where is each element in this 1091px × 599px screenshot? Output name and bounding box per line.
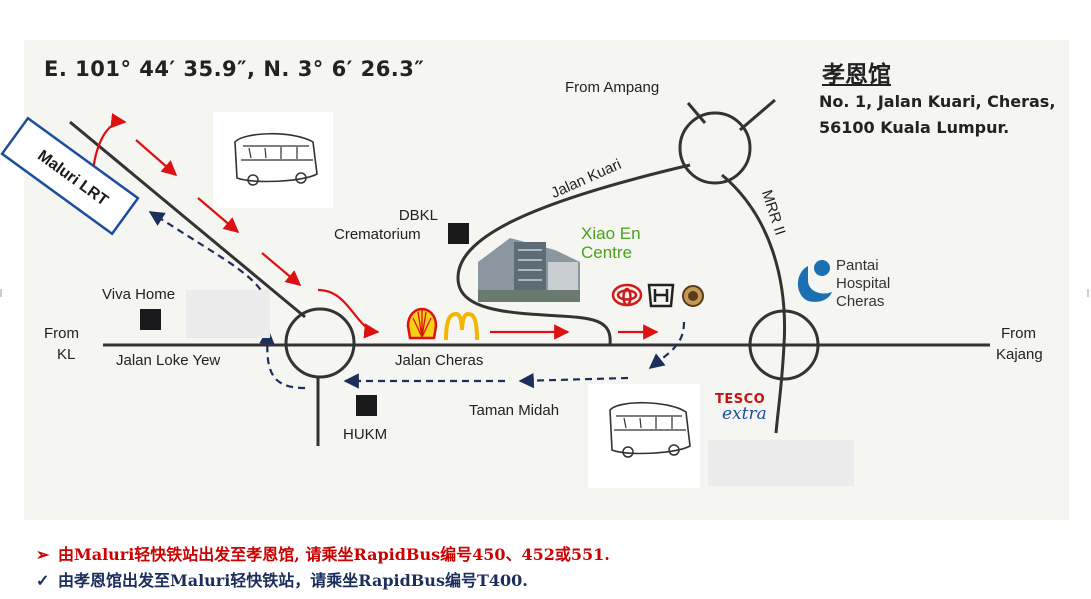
from-kl-label-1: From — [44, 325, 79, 342]
jalan-loke-yew-label: Jalan Loke Yew — [116, 352, 221, 369]
from-kajang-label-2: Kajang — [996, 346, 1043, 363]
pantai-label-1: Pantai — [836, 257, 879, 274]
legend-item-bus-to-centre: ➢ 由Maluri轻快铁站出发至孝恩馆, 请乘坐RapidBus编号450、452… — [36, 541, 610, 565]
xiao-en-label-1: Xiao En — [581, 224, 641, 243]
viva-home-label: Viva Home — [102, 286, 176, 303]
pantai-label-2: Hospital — [836, 275, 891, 292]
hukm-marker — [356, 395, 377, 416]
maluri-road — [69, 120, 306, 319]
dbkl-crematorium-marker — [448, 223, 469, 244]
bus-icon — [588, 384, 700, 488]
dbkl-label: DBKL — [398, 207, 438, 224]
bus-icon — [213, 112, 333, 208]
gps-coordinates: E. 101° 44′ 35.9″, N. 3° 6′ 26.3″ — [44, 57, 425, 81]
ampang-road-a — [686, 102, 707, 124]
xiao-en-building-image — [478, 238, 580, 302]
jalan-kuari-road — [456, 163, 691, 346]
mrr2-road — [721, 173, 787, 434]
arrow-bullet-icon: ➢ — [36, 545, 50, 564]
placeholder-panel — [186, 290, 270, 338]
jalan-cheras-label: Jalan Cheras — [395, 352, 484, 369]
from-kl-label-2: KL — [57, 346, 76, 363]
pantai-label-3: Cheras — [836, 293, 885, 310]
from-ampang-label: From Ampang — [565, 79, 660, 96]
venue-chinese-name: 孝恩馆 — [822, 61, 891, 88]
shell-logo — [406, 307, 438, 340]
hukm-label: HUKM — [343, 426, 388, 443]
check-bullet-icon: ✓ — [36, 571, 50, 590]
route-to-lrt — [148, 211, 686, 390]
legend-item-bus-to-lrt: ✓ 由孝恩馆出发至Maluri轻快铁站，请乘坐RapidBus编号T400. — [36, 567, 528, 591]
tesco-label: TESCO — [715, 392, 766, 407]
address-line-2: 56100 Kuala Lumpur. — [819, 118, 1010, 137]
legend-text: 由孝恩馆出发至Maluri轻快铁站，请乘坐RapidBus编号T400. — [58, 571, 528, 590]
legend-text: 由Maluri轻快铁站出发至孝恩馆, 请乘坐RapidBus编号450、452或… — [58, 545, 610, 564]
pantai-hospital-logo — [797, 260, 832, 302]
roundabout-loke-yew — [284, 307, 356, 379]
roads — [69, 98, 990, 446]
viva-home-marker — [140, 309, 161, 330]
address-line-1: No. 1, Jalan Kuari, Cheras, — [819, 92, 1056, 111]
honda-logo — [647, 283, 675, 308]
tesco-extra-label: extra — [722, 404, 767, 424]
ampang-road-b — [739, 98, 776, 132]
roundabout-ampang — [678, 111, 752, 185]
roundabout-mrr2 — [748, 309, 820, 381]
toyota-logo — [611, 283, 643, 307]
maluri-lrt-box — [0, 116, 140, 236]
mcdonalds-logo — [444, 311, 479, 341]
cafe-logo — [682, 285, 704, 307]
from-kajang-label-1: From — [1001, 325, 1036, 342]
placeholder-panel — [708, 440, 854, 486]
xiao-en-label-2: Centre — [581, 243, 633, 262]
taman-midah-label: Taman Midah — [469, 402, 560, 419]
crematorium-label: Crematorium — [334, 226, 421, 243]
route-to-centre — [90, 112, 659, 340]
